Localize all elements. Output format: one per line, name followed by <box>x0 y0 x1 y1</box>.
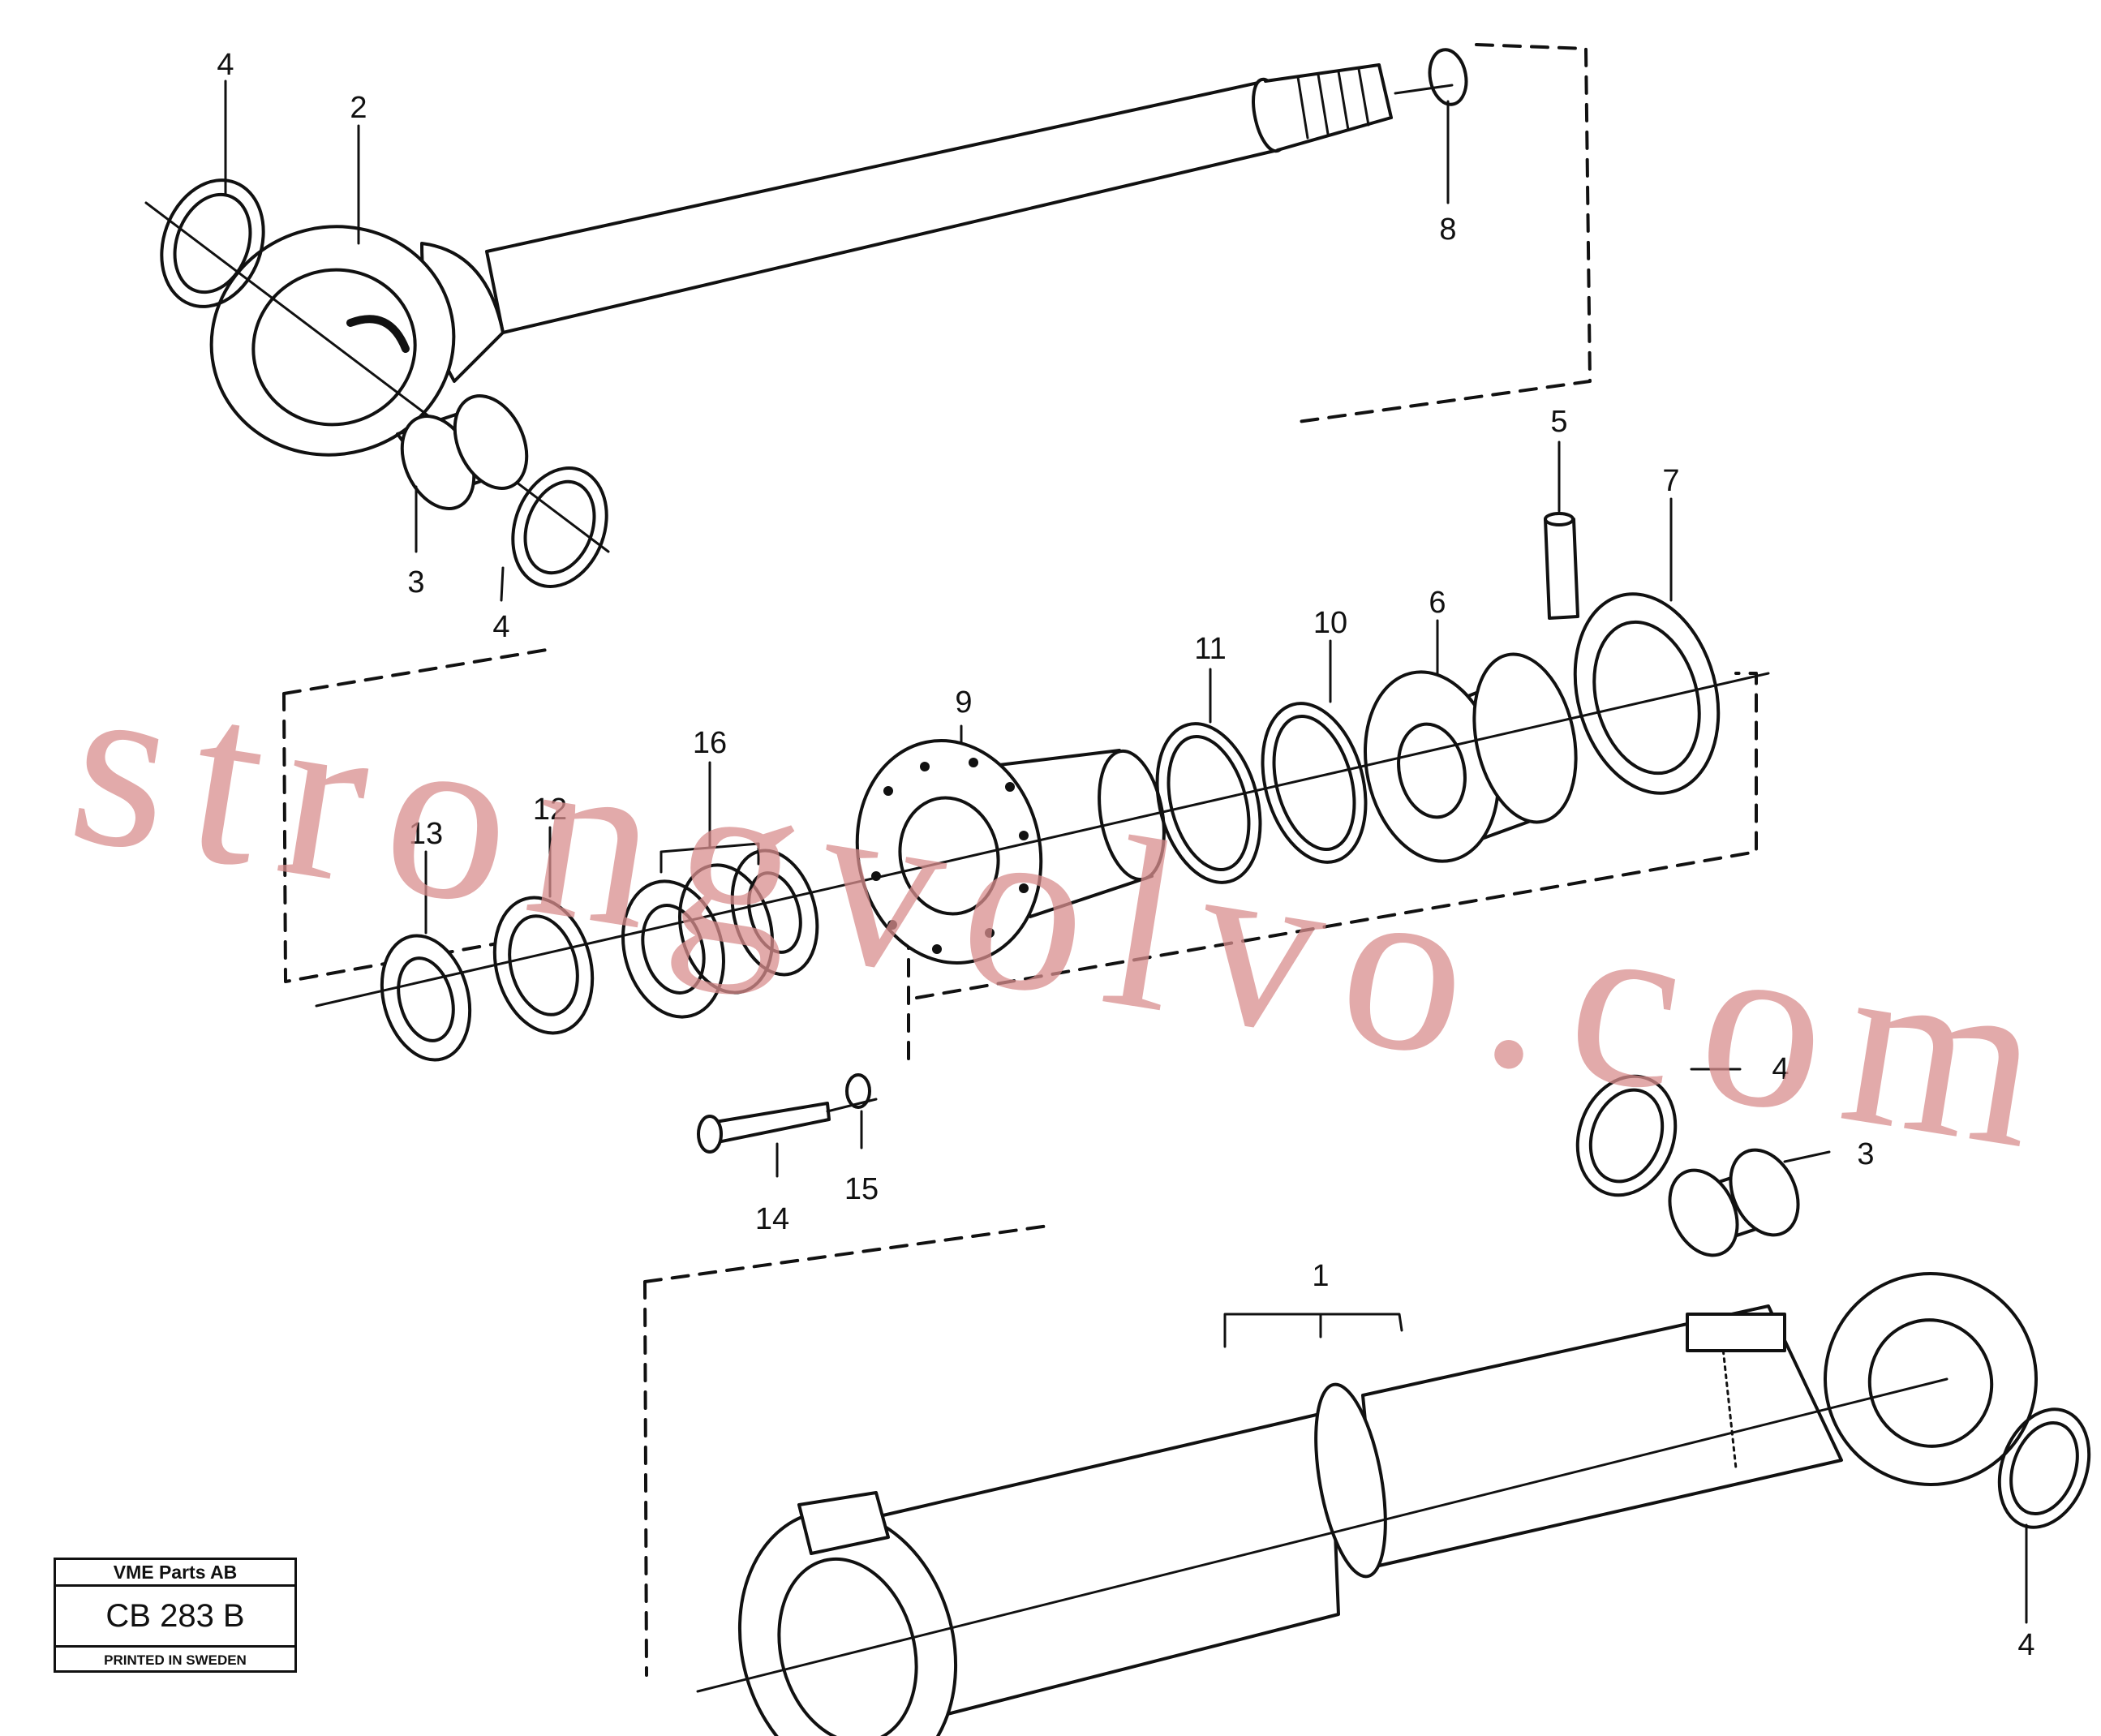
callout-labels: 4 2 3 4 8 5 7 6 10 11 9 16 12 13 15 14 4… <box>217 48 2034 1662</box>
piston-assembly <box>315 512 1770 1154</box>
callout-6: 6 <box>1429 586 1446 620</box>
callout-4-upper: 4 <box>492 610 509 644</box>
callout-11: 11 <box>1194 632 1226 666</box>
retaining-ring-lower-bottom <box>1997 1407 2091 1529</box>
callout-4-lower-top: 4 <box>1772 1052 1789 1086</box>
callout-2: 2 <box>350 91 367 125</box>
leader-lines <box>224 79 2028 1624</box>
retaining-ring-upper-left <box>160 178 265 308</box>
callout-7: 7 <box>1662 464 1679 498</box>
callout-4-bottom: 4 <box>2017 1628 2034 1662</box>
guide-ring-12 <box>492 896 595 1035</box>
cylinder-tube-assembly <box>696 1272 2038 1736</box>
callout-9: 9 <box>955 685 972 720</box>
piston-bolt-holes <box>871 758 1029 954</box>
callout-15: 15 <box>844 1172 879 1206</box>
callout-3-lower: 3 <box>1857 1137 1874 1171</box>
retaining-ring-lower-top <box>1575 1074 1678 1197</box>
screw <box>704 1102 831 1145</box>
callout-10: 10 <box>1313 606 1347 640</box>
retaining-ring-upper-right <box>511 466 608 588</box>
title-block: VME Parts AB CB 283 B PRINTED IN SWEDEN <box>54 1558 297 1673</box>
callout-13: 13 <box>409 817 443 851</box>
packing-set <box>621 849 819 1019</box>
callout-1: 1 <box>1312 1259 1329 1293</box>
watermark-text: strongvolvo.com <box>56 623 2081 1204</box>
lubrication-nipple <box>1544 518 1579 620</box>
callout-16: 16 <box>693 726 727 760</box>
drawing-code: CB 283 B <box>56 1587 294 1648</box>
cylinder-eye-right <box>1824 1272 2038 1486</box>
piston-rod-assembly <box>144 63 1454 553</box>
callout-8: 8 <box>1439 213 1456 247</box>
callout-12: 12 <box>533 793 567 827</box>
company-name: VME Parts AB <box>56 1560 294 1587</box>
group-frame-3 <box>643 1223 1056 1677</box>
callout-5: 5 <box>1550 405 1567 439</box>
seal-ring-10 <box>1261 702 1368 864</box>
piston-rod <box>485 79 1279 334</box>
callout-4-top-left: 4 <box>217 48 234 82</box>
washer <box>845 1073 871 1109</box>
printed-note: PRINTED IN SWEDEN <box>104 1652 247 1668</box>
rod-thread <box>1264 63 1393 152</box>
callout-14: 14 <box>755 1202 789 1236</box>
group-frame-1 <box>1296 43 1592 423</box>
o-ring-8 <box>1428 48 1468 106</box>
callout-3-upper: 3 <box>407 565 424 599</box>
